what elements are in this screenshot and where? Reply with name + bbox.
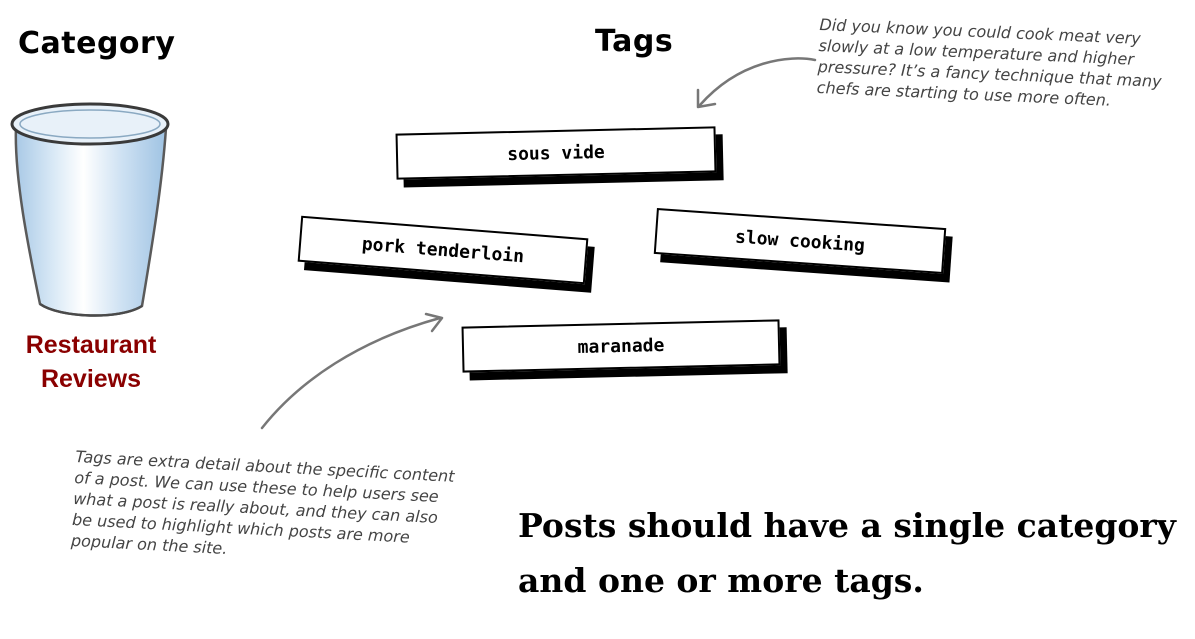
arrow-to-tags-head (424, 312, 444, 333)
summary-callout: Posts should have a single category and … (518, 498, 1178, 608)
category-heading: Category (18, 26, 176, 61)
tag-card-slow-cooking: slow cooking (653, 207, 947, 275)
tag-card-pork-tenderloin: pork tenderloin (297, 215, 589, 285)
summary-line2: and one or more tags. (518, 561, 924, 600)
tag-card-maranade: maranade (461, 319, 781, 373)
arrow-to-sous-vide-head (696, 88, 717, 109)
tag-label: maranade (577, 334, 665, 358)
tag-card-sous-vide: sous vide (395, 126, 717, 180)
sous-vide-annotation: Did you know you could cook meat very sl… (816, 14, 1162, 110)
tag-label: slow cooking (734, 225, 866, 257)
category-label-line2: Reviews (40, 365, 142, 393)
category-label-line1: Restaurant (25, 331, 157, 359)
bucket-icon (10, 102, 170, 317)
category-label: Restaurant Reviews (0, 328, 182, 396)
arrow-to-tags (260, 316, 442, 430)
tag-label: sous vide (506, 141, 605, 165)
tag-label: pork tenderloin (361, 233, 525, 267)
summary-line1: Posts should have a single category (518, 506, 1176, 545)
tags-heading: Tags (595, 24, 674, 59)
arrow-to-sous-vide (698, 57, 817, 107)
tags-annotation: Tags are extra detail about the specific… (70, 446, 455, 559)
